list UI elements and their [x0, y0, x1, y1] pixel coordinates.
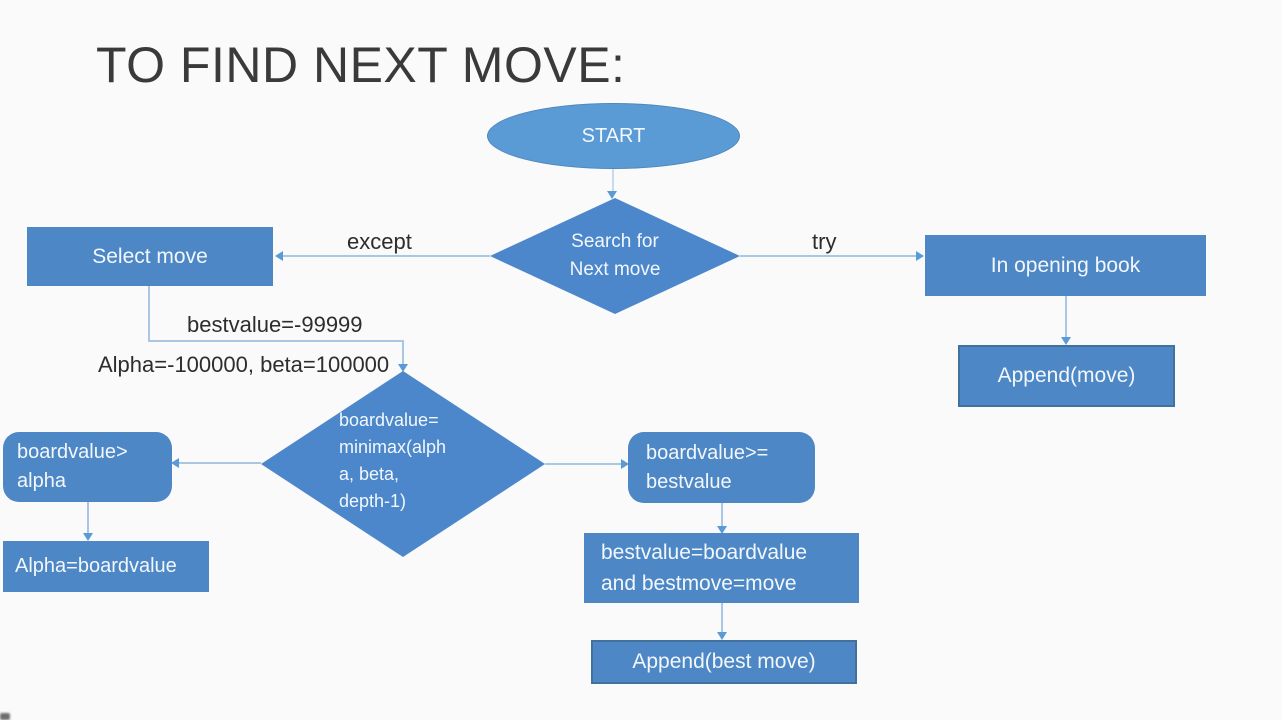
node-start: START [487, 103, 740, 169]
arrowhead-minimax-to-alpha-check [171, 458, 179, 468]
node-append-move-label: Append(move) [997, 364, 1136, 387]
arrowhead-select-to-minimax [398, 364, 408, 372]
connector-book-to-append [1065, 296, 1067, 338]
edge-label-try: try [812, 229, 837, 254]
arrowhead-book-to-append [1061, 337, 1071, 345]
arrowhead-bestvalue-check-to-assign [717, 526, 727, 534]
node-boardvalue-gt-alpha: boardvalue> alpha [3, 432, 172, 502]
connector-bestvalue-check-to-assign [721, 503, 723, 528]
node-append-best-move: Append(best move) [591, 640, 857, 684]
arrowhead-alpha-check-to-assign [83, 533, 93, 541]
connector-minimax-to-bestvalue-check [545, 463, 623, 465]
node-select-move: Select move [27, 227, 273, 286]
node-boardvalue-gt-alpha-label: boardvalue> alpha [17, 441, 128, 492]
arrowhead-search-to-book [916, 251, 924, 261]
node-bestvalue-assign: bestvalue=boardvalue and bestmove=move [584, 533, 859, 603]
node-bestvalue-assign-label: bestvalue=boardvalue and bestmove=move [601, 541, 808, 595]
node-in-opening-book: In opening book [925, 235, 1206, 296]
node-start-label: START [581, 124, 646, 147]
edge-label-except: except [347, 229, 412, 254]
connector-search-to-select [283, 255, 490, 257]
connector-select-elbow-across [148, 340, 404, 342]
edge-label-alpha-beta-init: Alpha=-100000, beta=100000 [98, 352, 390, 377]
node-minimax-decision: boardvalue= minimax(alph a, beta, depth-… [261, 371, 545, 557]
node-in-opening-book-label: In opening book [990, 253, 1141, 277]
node-boardvalue-ge-bestvalue-label: boardvalue>= bestvalue [646, 441, 769, 493]
node-select-move-label: Select move [92, 244, 208, 268]
connector-select-elbow-into-diamond [402, 340, 404, 365]
arrowhead-search-to-select [275, 251, 283, 261]
node-append-best-move-label: Append(best move) [632, 650, 816, 673]
node-minimax-decision-label: boardvalue= minimax(alph a, beta, depth-… [339, 410, 447, 511]
connector-start-to-search [612, 169, 614, 192]
page-title: TO FIND NEXT MOVE: [96, 37, 626, 93]
node-search-decision: Search for Next move [490, 198, 740, 314]
arrowhead-minimax-to-bestvalue-check [621, 459, 629, 469]
node-alpha-assign: Alpha=boardvalue [3, 541, 209, 592]
connector-assign-to-append-best [721, 603, 723, 634]
corner-artifact [0, 713, 10, 720]
connector-select-elbow-down [148, 286, 150, 342]
connector-alpha-check-to-assign [87, 502, 89, 535]
connector-minimax-to-alpha-check [179, 462, 261, 464]
node-boardvalue-ge-bestvalue: boardvalue>= bestvalue [628, 432, 815, 503]
node-append-move: Append(move) [958, 345, 1175, 407]
node-search-decision-label: Search for Next move [569, 231, 661, 280]
arrowhead-assign-to-append-best [717, 632, 727, 640]
connector-search-to-book [740, 255, 920, 257]
arrowhead-start-to-search [607, 191, 617, 199]
edge-label-bestvalue-init: bestvalue=-99999 [187, 312, 363, 337]
node-alpha-assign-label: Alpha=boardvalue [15, 555, 177, 577]
